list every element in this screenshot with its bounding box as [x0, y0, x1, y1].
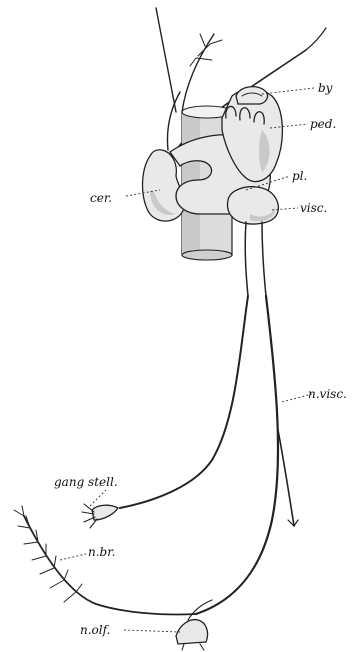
- label-ped: ped.: [310, 117, 336, 131]
- statocyst: [236, 87, 267, 104]
- branchial-nerve: [14, 506, 196, 615]
- label-n-br: n.br.: [88, 545, 115, 559]
- label-by: by: [318, 81, 333, 95]
- label-n-olf: n.olf.: [80, 623, 110, 637]
- stellate-ganglion: [82, 504, 118, 528]
- label-pl: pl.: [292, 169, 307, 183]
- label-gang-stell: gang stell.: [54, 475, 118, 489]
- label-visc: visc.: [300, 201, 327, 215]
- label-cer: cer.: [90, 191, 112, 205]
- olfactory-ganglion: [176, 600, 212, 650]
- visceral-nerves: [120, 222, 298, 614]
- label-n-visc: n.visc.: [308, 387, 347, 401]
